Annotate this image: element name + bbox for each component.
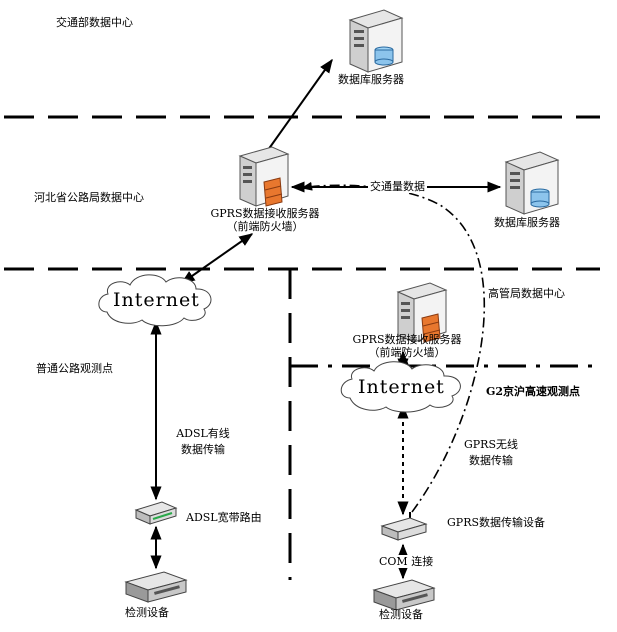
router-icon [134,501,178,525]
adsl-transfer-line2: 数据传输 [181,443,225,456]
traffic-data-label: 交通量数据 [368,180,427,193]
internet-right-label: Internet [358,376,445,398]
cloud-left [98,274,212,327]
region-ordinary-site-label: 普通公路观测点 [36,362,113,375]
adsl-transfer-label: ADSL有线 数据传输 [168,426,238,458]
internet-left-label: Internet [113,289,200,311]
gprs-server-firewall-icon [396,282,448,343]
gprs-server-hebei-label: GPRS数据接收服务器 （前端防火墙） [205,207,325,233]
gprs-transfer-line2: 数据传输 [469,454,513,467]
cloud-right [340,361,461,413]
db-server-right-label: 数据库服务器 [494,216,560,229]
detector-device-icon [124,571,188,603]
gprs-transfer-line1: GPRS无线 [463,438,518,451]
gprs-server-firewall-icon [238,146,290,207]
gprs-server-hebei-line2: （前端防火墙） [226,220,304,233]
adsl-router-label: ADSL宽带路由 [186,511,262,524]
com-link-label: COM 连接 [378,555,435,568]
gprs-dtu-icon [380,512,428,541]
gprs-server-bureau-line2: （前端防火墙） [368,346,446,359]
region-ministry-label: 交通部数据中心 [56,16,133,29]
gprs-server-bureau-line1: GPRS数据接收服务器 [352,333,462,346]
database-server-icon [348,9,404,73]
link-hebei-internet [180,233,254,284]
db-server-top-label: 数据库服务器 [338,73,404,86]
adsl-transfer-line1: ADSL有线 [176,427,230,440]
gprs-server-bureau-label: GPRS数据接收服务器 （前端防火墙） [347,333,467,359]
link-gprs-wireless [300,181,486,513]
gprs-transfer-label: GPRS无线 数据传输 [456,437,526,469]
detector-left-label: 检测设备 [125,606,169,619]
region-bureau-label: 高管局数据中心 [488,287,565,300]
gprs-server-hebei-line1: GPRS数据接收服务器 [210,207,320,220]
region-hebei-label: 河北省公路局数据中心 [34,191,144,204]
detector-right-label: 检测设备 [379,608,423,621]
database-server-icon [504,151,560,215]
region-g2-site-label: G2京沪高速观测点 [486,385,581,398]
link-hebei-to-top-db [267,58,333,151]
detector-device-icon [372,579,436,611]
gprs-device-label: GPRS数据传输设备 [447,516,546,529]
